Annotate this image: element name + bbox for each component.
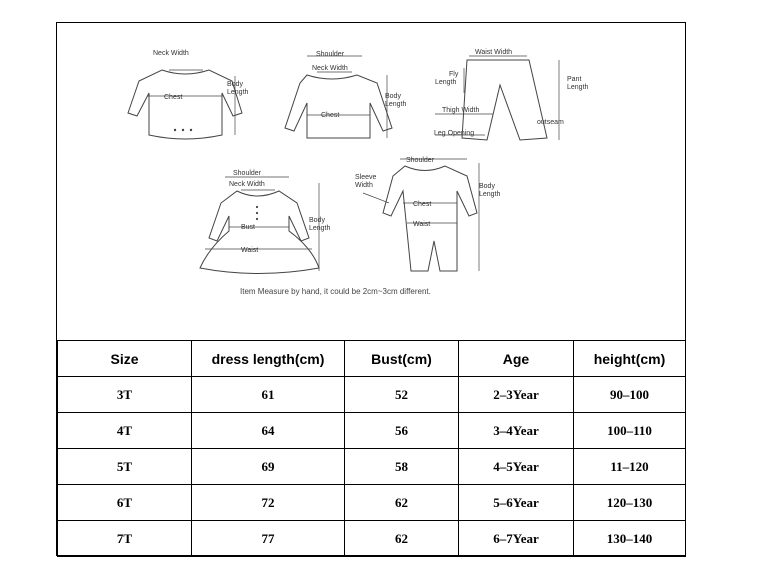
romper-chest-label: Chest [413,201,431,208]
header-dress-length: dress length(cm) [191,340,345,377]
dress-bust-label: Bust [241,224,255,231]
cell-bust: 52 [344,376,459,413]
table-row: 7T 77 62 6–7Year 130–140 [57,520,686,557]
romper-body-label: Body [479,183,495,190]
dress-shoulder-label: Shoulder [233,170,262,177]
cell-dress-length: 69 [191,448,345,485]
table-header-row: Size dress length(cm) Bust(cm) Age heigh… [57,340,686,377]
cell-size: 7T [57,520,192,557]
tshirt-body-label: Body [385,93,401,100]
size-chart-frame: Neck Width Chest Body Length Shoulder Ne… [56,22,686,557]
cell-height: 11–120 [573,448,686,485]
pants-leg-opening-label: Leg Opening [434,130,474,137]
romper-waist-label: Waist [413,221,430,228]
table-row: 4T 64 56 3–4Year 100–110 [57,412,686,449]
table-row: 6T 72 62 5–6Year 120–130 [57,484,686,521]
cell-bust: 62 [344,520,459,557]
dress-waist-label: Waist [241,247,258,254]
cell-age: 5–6Year [458,484,574,521]
cell-size: 6T [57,484,192,521]
bodysuit-length-label: Length [227,89,249,96]
cell-height: 90–100 [573,376,686,413]
cell-age: 2–3Year [458,376,574,413]
cell-height: 120–130 [573,484,686,521]
cell-dress-length: 64 [191,412,345,449]
tshirt-illustration: Shoulder Neck Width Chest Body Length [284,51,407,139]
cell-height: 130–140 [573,520,686,557]
romper-sleeve-label: Sleeve [355,174,377,181]
size-table: Size dress length(cm) Bust(cm) Age heigh… [57,340,686,557]
cell-height: 100–110 [573,412,686,449]
pants-pant-label: Pant [567,76,581,83]
bodysuit-neck-width-label: Neck Width [153,50,189,57]
pants-illustration: Waist Width Fly Length Pant Length Thigh… [434,49,589,141]
measurement-diagram: Neck Width Chest Body Length Shoulder Ne… [57,23,685,340]
pants-fly-length-label: Length [435,79,457,86]
dress-body-label: Body [309,217,325,224]
pants-outseam-label: outseam [537,119,564,126]
header-bust: Bust(cm) [344,340,459,377]
bodysuit-body-label: Body [227,81,243,88]
romper-illustration: Shoulder Sleeve Width Chest Waist Body L… [355,157,501,272]
tshirt-chest-label: Chest [321,112,339,119]
pants-thigh-width-label: Thigh Width [442,107,479,114]
header-height: height(cm) [573,340,686,377]
cell-size: 3T [57,376,192,413]
pants-fly-label: Fly [449,71,459,78]
cell-bust: 56 [344,412,459,449]
romper-length-label: Length [479,191,501,198]
bodysuit-chest-label: Chest [164,94,182,101]
bodysuit-illustration: Neck Width Chest Body Length [127,50,249,140]
cell-size: 5T [57,448,192,485]
garment-illustrations: Neck Width Chest Body Length Shoulder Ne… [127,49,589,274]
dress-length-label: Length [309,225,331,232]
header-size: Size [57,340,192,377]
cell-size: 4T [57,412,192,449]
cell-bust: 58 [344,448,459,485]
romper-sleeve-width-label: Width [355,182,373,189]
pants-waist-width-label: Waist Width [475,49,512,56]
tshirt-length-label: Length [385,101,407,108]
tshirt-neck-width-label: Neck Width [312,65,348,72]
dress-illustration: Shoulder Neck Width Bust Waist Body Leng… [199,170,331,274]
cell-age: 4–5Year [458,448,574,485]
tshirt-shoulder-label: Shoulder [316,51,345,58]
cell-dress-length: 61 [191,376,345,413]
table-row: 3T 61 52 2–3Year 90–100 [57,376,686,413]
romper-shoulder-label: Shoulder [406,157,435,164]
header-age: Age [458,340,574,377]
cell-dress-length: 77 [191,520,345,557]
cell-bust: 62 [344,484,459,521]
dress-neck-width-label: Neck Width [229,181,265,188]
measurement-note: Item Measure by hand, it could be 2cm~3c… [240,287,431,296]
cell-age: 6–7Year [458,520,574,557]
cell-dress-length: 72 [191,484,345,521]
table-row: 5T 69 58 4–5Year 11–120 [57,448,686,485]
pants-pant-length-label: Length [567,84,589,91]
cell-age: 3–4Year [458,412,574,449]
